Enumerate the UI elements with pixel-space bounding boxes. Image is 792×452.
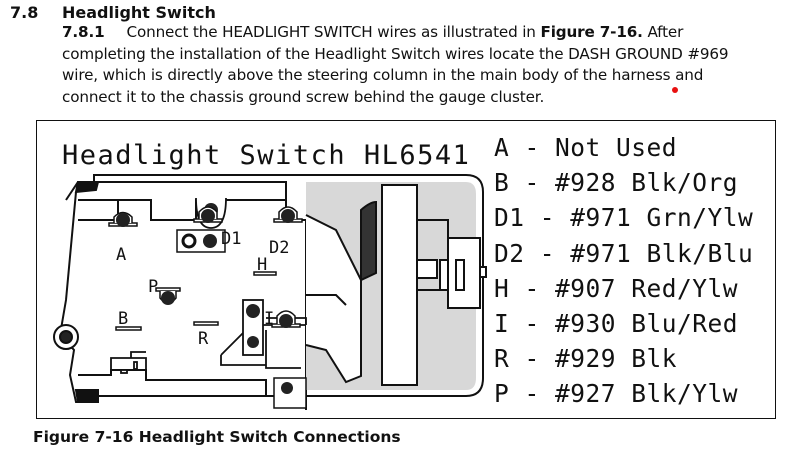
label-a: A bbox=[116, 245, 126, 265]
label-p: P bbox=[148, 277, 158, 297]
terminal-b bbox=[115, 326, 142, 331]
figure-reference-link: Figure 7-16. bbox=[540, 23, 643, 41]
terminal-board bbox=[110, 197, 307, 375]
legend-row-p: P - #927 Blk/Ylw bbox=[494, 379, 739, 409]
label-d1: D1 bbox=[221, 229, 241, 249]
terminal-r bbox=[193, 321, 219, 326]
switch-diagram: A D1 D2 H P B I R bbox=[53, 174, 487, 410]
annotation-dot bbox=[672, 87, 678, 93]
terminal-d1 bbox=[193, 206, 223, 223]
wire-legend: A - Not Used B - #928 Blk/Org D1 - #971 … bbox=[494, 130, 753, 412]
legend-row-a: A - Not Used bbox=[494, 133, 678, 162]
subsection-number: 7.8.1 bbox=[62, 23, 105, 41]
legend-row-h: H - #907 Red/Ylw bbox=[494, 273, 739, 303]
terminal-d2 bbox=[273, 206, 303, 223]
terminal-h bbox=[253, 271, 277, 276]
label-b: B bbox=[118, 309, 128, 329]
terminal-a bbox=[108, 211, 138, 227]
legend-row-r: R - #929 Blk bbox=[494, 344, 678, 374]
legend-row-i: I - #930 Blu/Red bbox=[494, 308, 739, 338]
label-d2: D2 bbox=[269, 238, 289, 258]
label-i: I bbox=[264, 309, 274, 329]
diagram-title: Headlight Switch HL6541 bbox=[62, 140, 471, 171]
paragraph-text-after: After completing the installation of the… bbox=[62, 23, 729, 106]
label-r: R bbox=[198, 329, 209, 349]
terminal-p bbox=[155, 287, 181, 305]
legend-row-b: B - #928 Blk/Org bbox=[494, 168, 739, 198]
terminal-i bbox=[271, 310, 301, 328]
terminal-studs bbox=[108, 203, 307, 409]
legend-row-d1: D1 - #971 Grn/Ylw bbox=[494, 203, 754, 233]
figure-caption: Figure 7-16 Headlight Switch Connections bbox=[33, 428, 401, 446]
instruction-paragraph: 7.8.1 Connect the HEADLIGHT SWITCH wires … bbox=[62, 22, 762, 108]
switch-mechanism bbox=[305, 184, 487, 386]
legend-row-d2: D2 - #971 Blk/Blu bbox=[494, 238, 754, 268]
paragraph-text-before: Connect the HEADLIGHT SWITCH wires as il… bbox=[126, 23, 541, 41]
section-number: 7.8 bbox=[10, 3, 39, 22]
section-title: Headlight Switch bbox=[62, 3, 216, 22]
label-h: H bbox=[257, 255, 267, 275]
